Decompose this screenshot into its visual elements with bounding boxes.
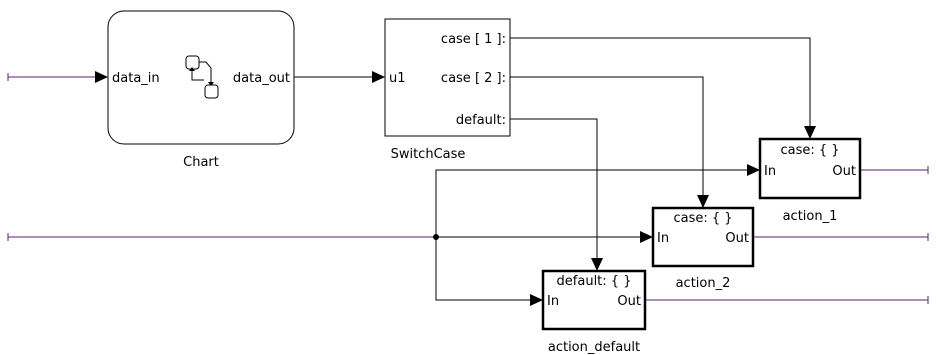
action1-in-port-label: In	[764, 164, 776, 179]
chart-block-body[interactable]	[107, 10, 295, 145]
branch-to-action1-line[interactable]	[435, 169, 747, 237]
actiondefault-subsystem-block[interactable]: default: { } In Out action_default	[541, 269, 647, 355]
arrow-head-icon	[804, 126, 816, 139]
action2-header-label: case: { }	[673, 211, 732, 226]
actiondefault-block-body[interactable]	[541, 269, 647, 331]
action2-in-port-label: In	[657, 231, 669, 246]
switchcase-block[interactable]: u1 case [ 1 ]: case [ 2 ]: default: Swit…	[384, 18, 511, 162]
action2-subsystem-block[interactable]: case: { } In Out action_2	[651, 206, 755, 291]
switchcase-case1-label: case [ 1 ]:	[441, 32, 506, 47]
arrow-head-icon	[372, 71, 385, 83]
case2-to-action2-line[interactable]	[510, 76, 704, 195]
arrow-head-icon	[95, 71, 108, 83]
case1-to-action1-line[interactable]	[510, 37, 811, 126]
arrow-head-icon	[697, 195, 709, 208]
action1-subsystem-block[interactable]: case: { } In Out action_1	[758, 137, 862, 224]
switchcase-case2-label: case [ 2 ]:	[441, 71, 506, 86]
action1-block-body[interactable]	[758, 137, 862, 200]
arrow-head-icon	[591, 258, 603, 271]
actiondefault-out-port-label: Out	[617, 294, 641, 309]
switchcase-block-body[interactable]	[384, 18, 511, 137]
actiondefault-header-label: default: { }	[557, 274, 632, 289]
stateflow-chart-icon	[185, 55, 219, 99]
action2-out-port-label: Out	[725, 231, 749, 246]
chart-output-port-label: data_out	[233, 71, 290, 86]
actiondefault-in-port-label: In	[547, 294, 559, 309]
action2-block-body[interactable]	[651, 206, 755, 268]
action1-block-name: action_1	[783, 209, 838, 224]
actiondefault-block-name: action_default	[548, 340, 640, 355]
switchcase-input-port-label: u1	[389, 71, 406, 86]
chart-input-port-label: data_in	[112, 71, 160, 86]
chart-block[interactable]: data_in data_out Chart	[107, 10, 295, 170]
action1-header-label: case: { }	[780, 143, 839, 158]
default-to-actiondefault-line[interactable]	[510, 118, 598, 258]
switchcase-default-label: default:	[456, 113, 506, 128]
action1-out-port-label: Out	[832, 164, 856, 179]
action2-block-name: action_2	[676, 276, 731, 291]
chart-block-name: Chart	[183, 155, 219, 170]
arrow-head-icon	[640, 231, 653, 243]
arrow-head-icon	[530, 294, 543, 306]
switchcase-block-name: SwitchCase	[391, 147, 466, 162]
branch-to-actiondefault-line[interactable]	[435, 237, 530, 301]
arrow-head-icon	[747, 164, 760, 176]
